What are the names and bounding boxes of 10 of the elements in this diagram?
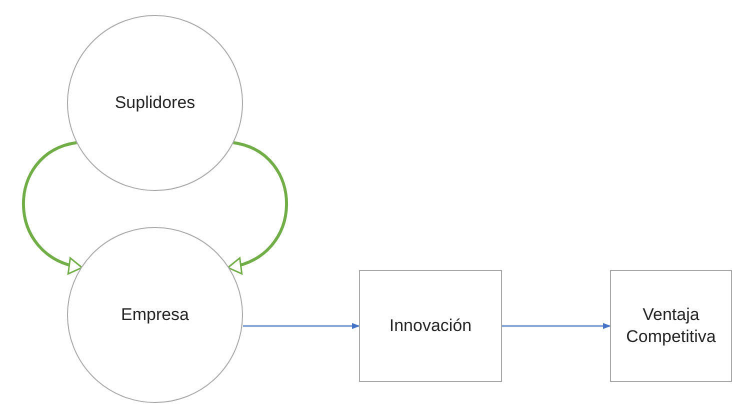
arrow [502, 323, 611, 329]
arrow [243, 323, 360, 329]
node-label: Suplidores [114, 92, 196, 114]
node-label: Empresa [120, 304, 190, 326]
curved-arrow [227, 141, 288, 274]
node-label: Innovación [389, 314, 472, 337]
curved-arrow [22, 141, 83, 274]
process-box [359, 270, 502, 382]
process-box [610, 270, 732, 382]
node-label: Ventaja Competitiva [625, 304, 717, 348]
